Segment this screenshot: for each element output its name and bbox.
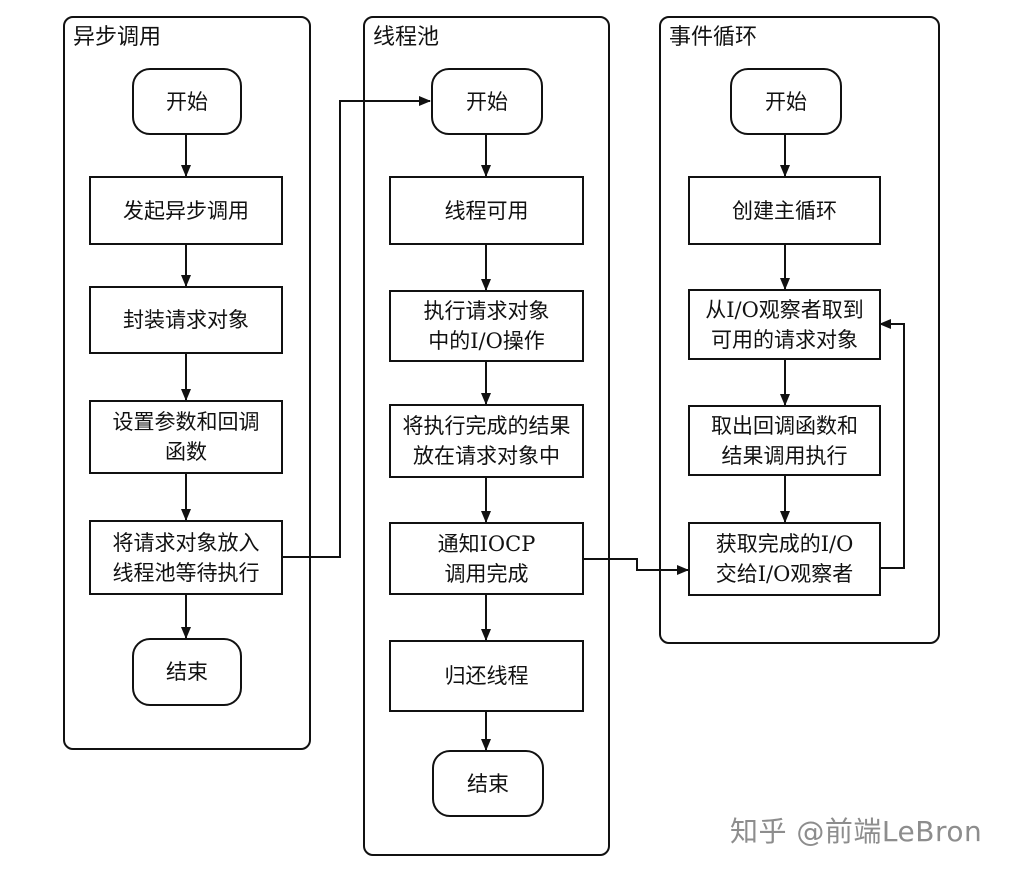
loop-create-node: 创建主循环 xyxy=(688,176,881,245)
watermark: 知乎 @前端LeBron xyxy=(730,815,983,848)
async-end-node: 结束 xyxy=(132,638,242,706)
async-start-node: 开始 xyxy=(132,68,242,135)
pool-store-result-node: 将执行完成的结果 放在请求对象中 xyxy=(389,404,584,478)
lane-event-loop-title: 事件循环 xyxy=(669,25,758,50)
loop-take-callback-node: 取出回调函数和 结果调用执行 xyxy=(688,405,881,476)
loop-start-node: 开始 xyxy=(730,68,842,135)
pool-return-thread-node: 归还线程 xyxy=(389,640,584,712)
async-enqueue-node: 将请求对象放入 线程池等待执行 xyxy=(89,520,283,595)
pool-thread-available-node: 线程可用 xyxy=(389,176,584,245)
async-initiate-node: 发起异步调用 xyxy=(89,176,283,245)
pool-end-node: 结束 xyxy=(432,750,544,817)
lane-thread-pool-title: 线程池 xyxy=(373,25,440,50)
async-wrap-node: 封装请求对象 xyxy=(89,286,283,354)
loop-fetch-request-node: 从I/O观察者取到 可用的请求对象 xyxy=(688,289,881,360)
pool-start-node: 开始 xyxy=(431,68,543,135)
lane-async-call-title: 异步调用 xyxy=(73,25,162,50)
async-set-params-node: 设置参数和回调 函数 xyxy=(89,400,283,474)
pool-execute-io-node: 执行请求对象 中的I/O操作 xyxy=(389,290,584,362)
pool-notify-iocp-node: 通知IOCP 调用完成 xyxy=(389,522,584,595)
loop-get-completed-node: 获取完成的I/O 交给I/O观察者 xyxy=(688,522,881,596)
